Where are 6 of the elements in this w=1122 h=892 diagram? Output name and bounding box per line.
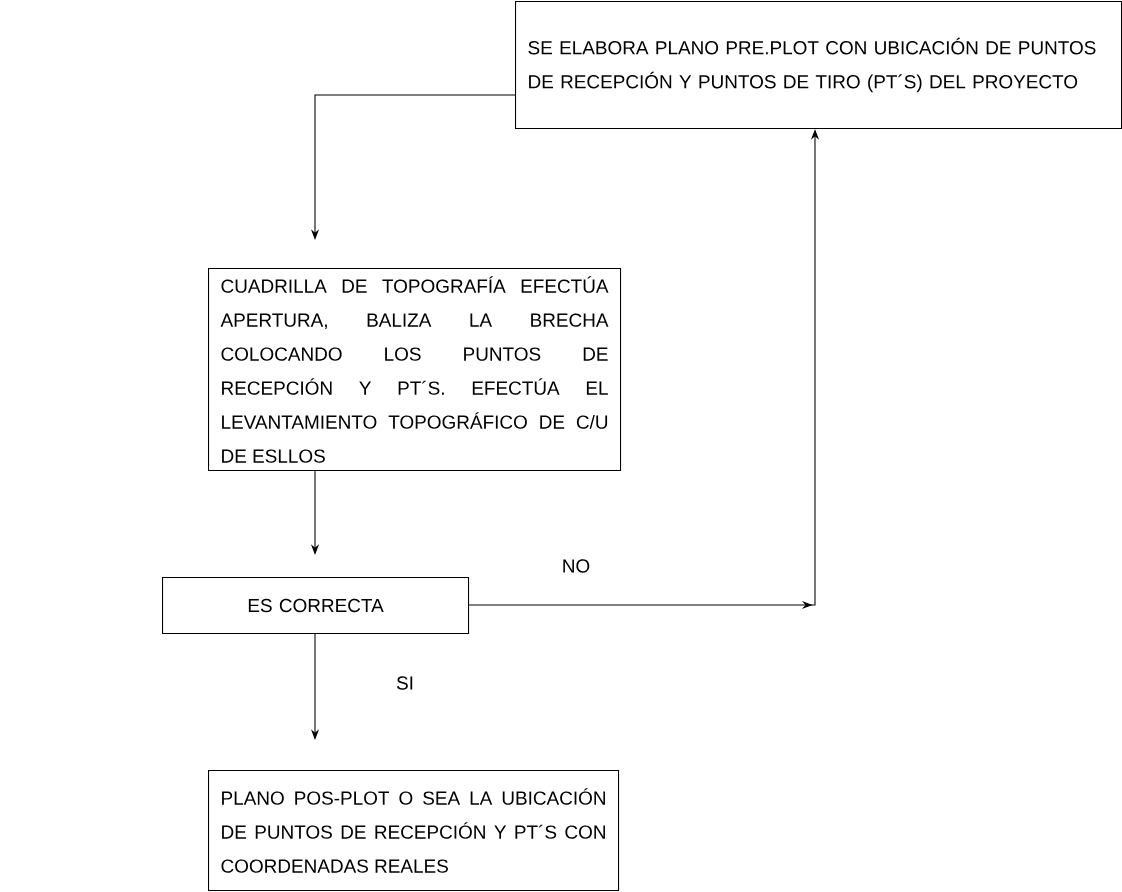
edge-label: NO — [559, 556, 593, 576]
process-box: ES CORRECTA — [162, 577, 470, 635]
edge-label: SI — [393, 673, 417, 693]
process-box: PLANO POS-PLOT O SEA LA UBICACIÓN DE PUNTOS DE RECEPCIÓN Y PT´S CON COORDENADAS REALES — [208, 770, 620, 892]
process-box: CUADRILLA DE TOPOGRAFÍA EFECTÚA APERTURA, BALIZA LA BRECHA COLOCANDO LOS PUNTOS DE RECEPCIÓN Y PT´S. EFECTÚA EL LEVANTAMIENTO TOPOGRÁFICO DE C/U DE ESLLOS — [208, 268, 622, 472]
process-box: SE ELABORA PLANO PRE.PLOT CON UBICACIÓN DE PUNTOS DE RECEPCIÓN Y PUNTOS DE TIRO (PT´S) DEL PROYECTO — [515, 1, 1122, 130]
